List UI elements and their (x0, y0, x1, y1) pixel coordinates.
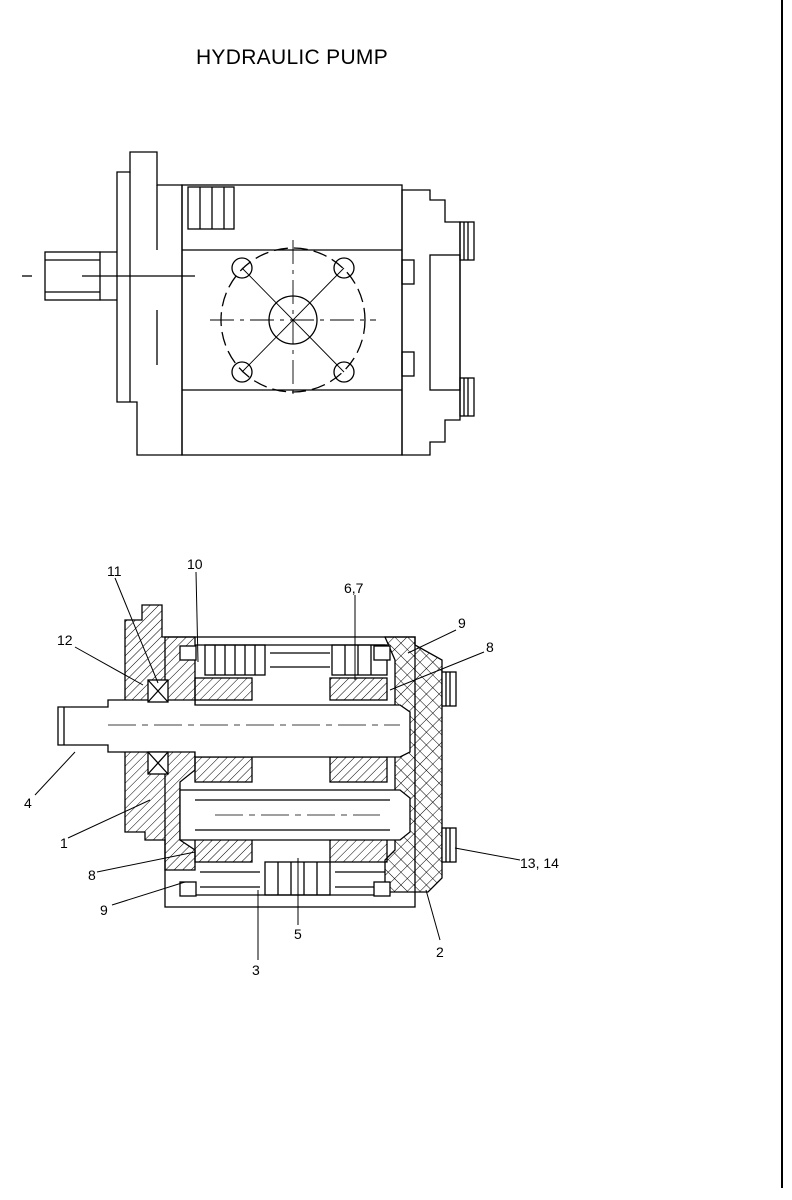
callout-2: 2 (436, 944, 444, 960)
callout-6-7: 6,7 (344, 580, 364, 596)
pump-top-view (22, 151, 475, 456)
rear-cover (384, 636, 443, 893)
pump-section-view (57, 604, 457, 908)
callout-10: 10 (187, 556, 203, 572)
callout-4: 4 (24, 795, 32, 811)
callout-13-14: 13, 14 (520, 855, 559, 871)
callout-9-top: 9 (458, 615, 466, 631)
callout-3: 3 (252, 962, 260, 978)
callout-1: 1 (60, 835, 68, 851)
callout-8-bottom: 8 (88, 867, 96, 883)
callout-8-top: 8 (486, 639, 494, 655)
callout-11: 11 (107, 563, 122, 579)
callout-5: 5 (294, 926, 302, 942)
callout-12: 12 (57, 632, 73, 648)
page-border-line (781, 0, 783, 1188)
callout-9-bottom: 9 (100, 902, 108, 918)
page-title: HYDRAULIC PUMP (195, 46, 389, 69)
callout-leaders (34, 571, 521, 960)
